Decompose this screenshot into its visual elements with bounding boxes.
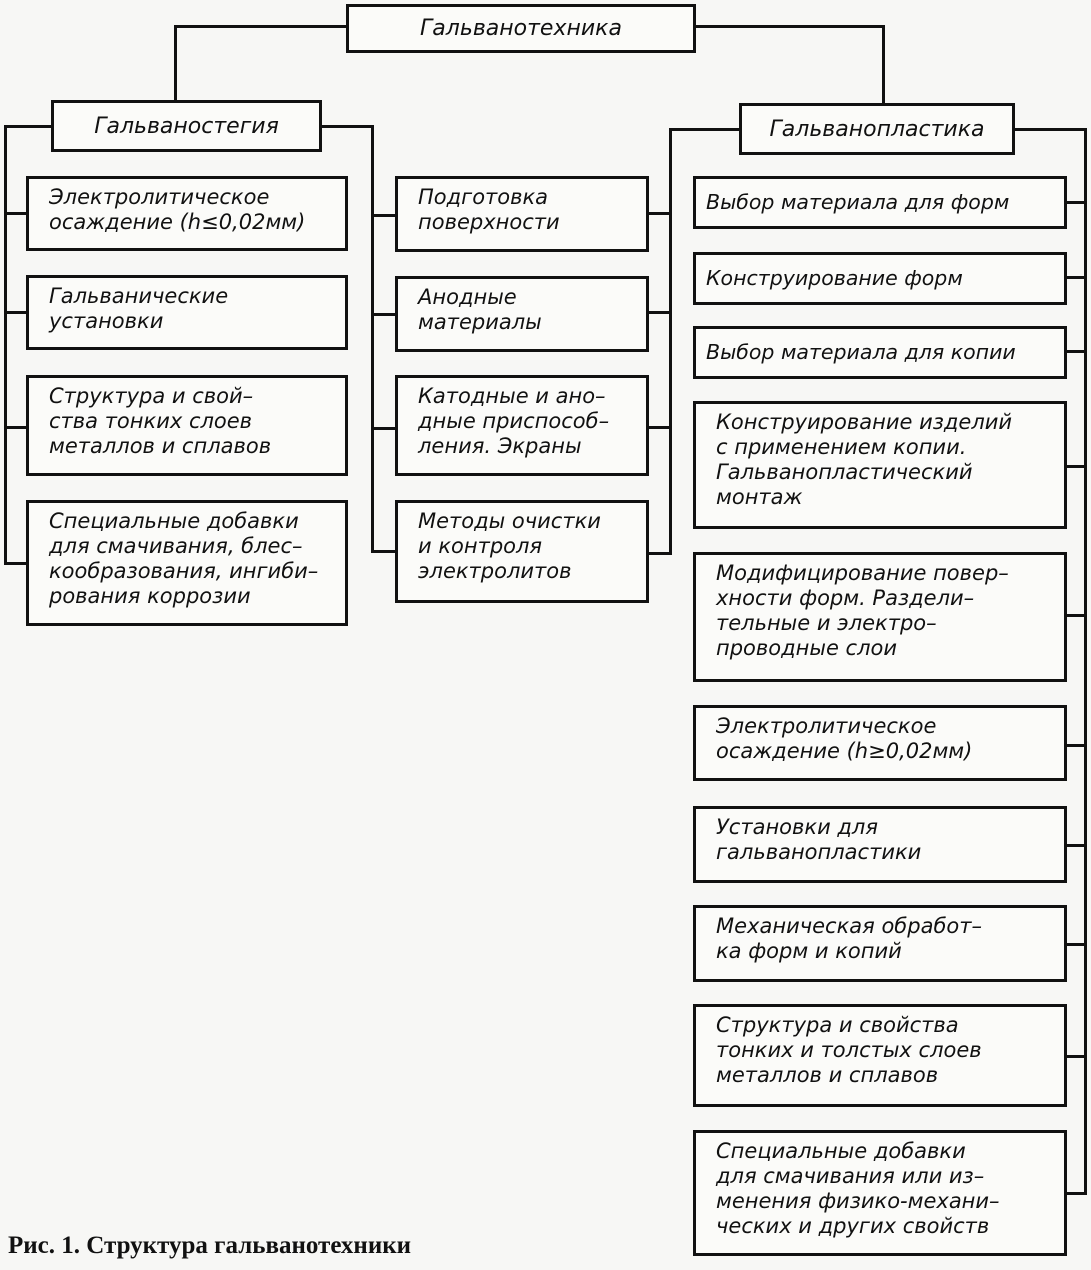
connector <box>4 562 28 565</box>
right-item: Электролитическое осаждение (h≥0,02мм) <box>693 705 1067 781</box>
connector <box>647 552 672 555</box>
left-item: Структура и свой– ства тонких слоев мета… <box>26 375 348 476</box>
right-item: Установки для гальванопластики <box>693 806 1067 883</box>
right-item: Структура и свойства тонких и толстых сл… <box>693 1004 1067 1107</box>
connector <box>4 125 52 128</box>
connector <box>1065 844 1087 847</box>
figure-caption: Рис. 1. Структура гальванотехники <box>8 1232 412 1259</box>
connector <box>371 550 397 553</box>
root-node: Гальванотехника <box>346 4 696 53</box>
right-item: Специальные добавки для смачивания или и… <box>693 1130 1067 1256</box>
connector <box>371 427 397 430</box>
connector <box>669 128 741 131</box>
right-branch-title: Гальванопластика <box>739 103 1015 155</box>
right-item: Модифицирование повер– хности форм. Разд… <box>693 552 1067 682</box>
connector <box>1065 1055 1087 1058</box>
right-item: Конструирование форм <box>693 252 1067 305</box>
connector <box>174 25 177 125</box>
connector <box>1065 350 1087 353</box>
connector <box>4 212 28 215</box>
middle-item: Методы очистки и контроля электролитов <box>395 500 649 603</box>
connector <box>1065 744 1087 747</box>
connector <box>320 125 374 128</box>
left-item: Электролитическое осаждение (h≤0,02мм) <box>26 176 348 251</box>
connector <box>647 426 672 429</box>
middle-item: Анодные материалы <box>395 276 649 352</box>
left-item: Гальванические установки <box>26 275 348 350</box>
connector <box>1065 276 1087 279</box>
connector <box>174 25 347 28</box>
connector <box>669 128 672 555</box>
connector <box>4 426 28 429</box>
connector <box>1065 465 1087 468</box>
middle-item: Катодные и ано– дные приспособ– ления. Э… <box>395 375 649 476</box>
connector <box>1065 201 1087 204</box>
connector <box>371 125 374 553</box>
connector <box>4 125 7 565</box>
connector <box>647 311 672 314</box>
left-item: Специальные добавки для смачивания, блес… <box>26 500 348 626</box>
connector <box>882 25 885 103</box>
connector <box>1065 943 1087 946</box>
left-branch-title: Гальваностегия <box>51 100 322 152</box>
connector <box>694 25 885 28</box>
middle-item: Подготовка поверхности <box>395 176 649 252</box>
connector <box>647 212 672 215</box>
right-item: Механическая обработ– ка форм и копий <box>693 905 1067 982</box>
connector <box>1065 614 1087 617</box>
connector <box>4 311 28 314</box>
connector <box>371 313 397 316</box>
connector <box>1084 128 1087 1195</box>
connector <box>1013 128 1087 131</box>
right-item: Конструирование изделий с применением ко… <box>693 401 1067 529</box>
connector <box>371 214 397 217</box>
right-item: Выбор материала для форм <box>693 176 1067 229</box>
right-item: Выбор материала для копии <box>693 326 1067 379</box>
connector <box>1065 1192 1087 1195</box>
